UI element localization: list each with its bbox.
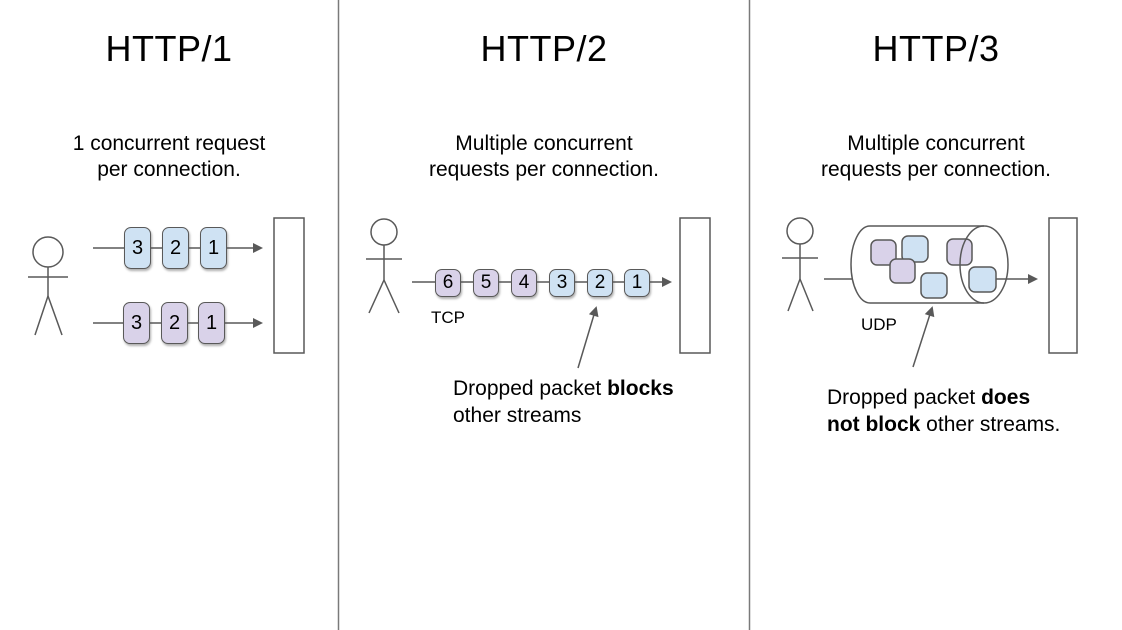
annotation-segment: other streams. [920, 413, 1061, 436]
http2-dropped-packet-arrow [577, 306, 599, 369]
packet: 5 [473, 269, 499, 297]
packet: 1 [200, 227, 227, 269]
http2-client-person-icon [366, 218, 402, 314]
packet: 2 [587, 269, 613, 297]
panel-title: HTTP/1 [105, 28, 233, 69]
packet-square [889, 258, 916, 284]
packet: 1 [198, 302, 225, 344]
description-line: requests per connection. [429, 158, 659, 181]
annotation-text: Dropped packet does not block other stre… [827, 384, 1097, 438]
http3-server-icon [1048, 217, 1078, 354]
packet: 3 [124, 227, 151, 269]
panel-title: HTTP/3 [872, 28, 1000, 69]
packet: 2 [161, 302, 188, 344]
protocol-label: TCP [431, 308, 465, 327]
http1-client-person-icon [28, 236, 68, 336]
description-line: 1 concurrent request [72, 132, 266, 155]
annotation-segment-bold: blocks [607, 377, 674, 400]
annotation-segment: Dropped packet [827, 386, 982, 409]
packet: 3 [123, 302, 150, 344]
panel-description: Multiple concurrent requests per connect… [750, 131, 1122, 183]
http2-server-icon [679, 217, 711, 354]
packet: 3 [549, 269, 575, 297]
description-line: Multiple concurrent [455, 132, 633, 155]
packet: 4 [511, 269, 537, 297]
annotation-segment: Dropped packet [453, 377, 608, 400]
packet-square [870, 239, 897, 266]
description-line: per connection. [97, 158, 241, 181]
annotation-segment: other streams [453, 404, 582, 427]
annotation-text: Dropped packet blocks other streams [453, 375, 723, 429]
protocol-label: UDP [861, 315, 897, 334]
panel-description: Multiple concurrent requests per connect… [339, 131, 749, 183]
http3-dropped-packet-arrow [912, 306, 935, 368]
packet-square [920, 272, 948, 299]
annotation-segment-bold: not block [827, 413, 921, 436]
udp-tunnel-icon [850, 225, 1009, 304]
description-line: requests per connection. [821, 158, 1051, 181]
packet: 1 [624, 269, 650, 297]
packet: 2 [162, 227, 189, 269]
http1-server-icon [273, 217, 305, 354]
packet: 6 [435, 269, 461, 297]
http3-client-person-icon [782, 217, 818, 312]
panel-title: HTTP/2 [480, 28, 608, 69]
annotation-segment-bold: does [981, 386, 1031, 409]
description-line: Multiple concurrent [847, 132, 1025, 155]
panel-description: 1 concurrent request per connection. [0, 131, 338, 183]
